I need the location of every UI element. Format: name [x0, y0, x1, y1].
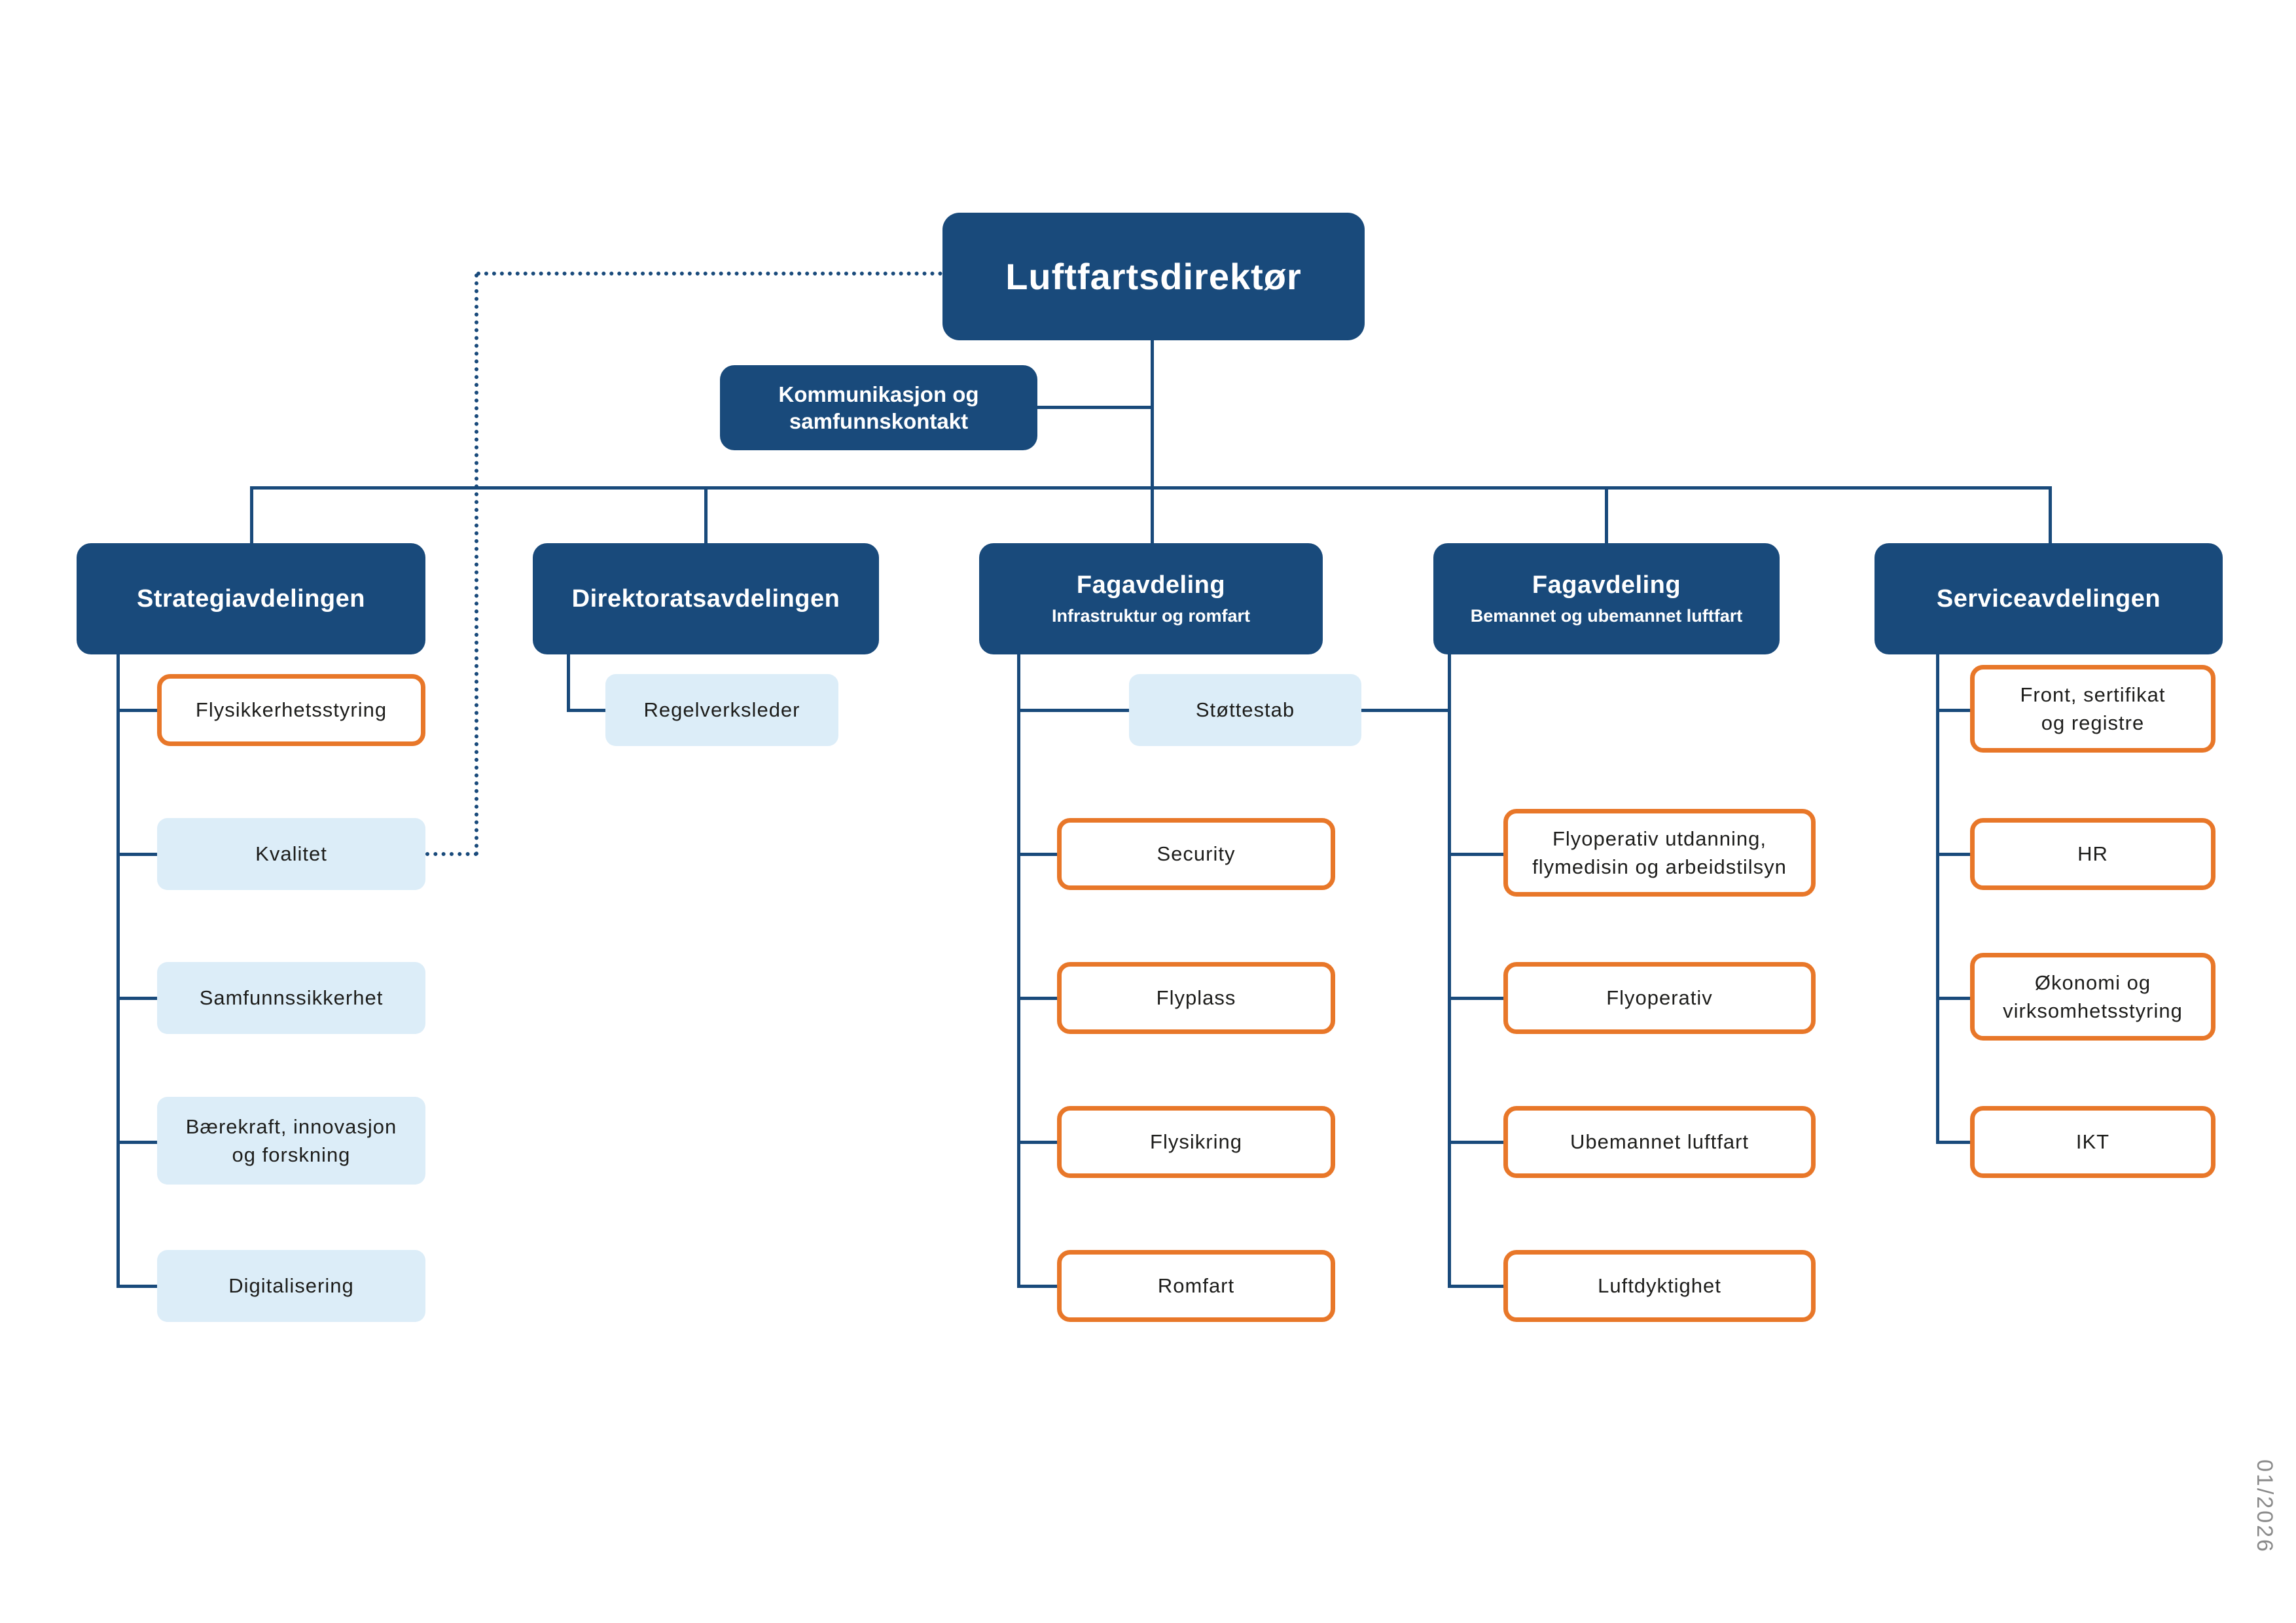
connector-stub	[1017, 1285, 1057, 1288]
org-node-fagavdeling-bemannet: Fagavdeling Bemannet og ubemannet luftfa…	[1433, 543, 1780, 654]
connector-spine-strategi	[117, 654, 120, 1288]
node-label: Kvalitet	[255, 842, 327, 866]
node-label: Støttestab	[1195, 698, 1295, 722]
org-node-romfart: Romfart	[1057, 1250, 1335, 1322]
connector-stub	[1936, 1141, 1970, 1144]
connector-stub	[1017, 1141, 1057, 1144]
connector-spine-fag-bemannet	[1448, 654, 1451, 1288]
connector-dept-drop	[1605, 486, 1608, 545]
node-label: Front, sertifikat og registre	[2020, 683, 2166, 734]
connector-stottestab-shared	[1361, 709, 1450, 712]
node-label: Flyoperativ utdanning, flymedisin og arb…	[1532, 827, 1787, 878]
node-label: Flyoperativ	[1606, 986, 1713, 1010]
org-node-ikt: IKT	[1970, 1106, 2215, 1178]
connector-spine-service	[1936, 654, 1939, 1144]
connector-staff-link	[1037, 406, 1152, 409]
dept-title: Strategiavdelingen	[137, 584, 365, 613]
org-node-fagavdeling-infrastruktur: Fagavdeling Infrastruktur og romfart	[979, 543, 1323, 654]
org-node-security: Security	[1057, 818, 1335, 890]
dotted-connector-top	[476, 272, 942, 276]
org-node-direktoratsavdelingen: Direktoratsavdelingen	[533, 543, 879, 654]
connector-root-drop	[1151, 340, 1154, 490]
org-node-serviceavdelingen: Serviceavdelingen	[1874, 543, 2223, 654]
dept-subtitle: Bemannet og ubemannet luftfart	[1470, 606, 1743, 626]
org-node-luftdyktighet: Luftdyktighet	[1503, 1250, 1816, 1322]
org-node-flyoperativ: Flyoperativ	[1503, 962, 1816, 1034]
org-node-hr: HR	[1970, 818, 2215, 890]
connector-stub	[1936, 709, 1970, 712]
dept-title: Fagavdeling	[1076, 571, 1226, 599]
connector-stub	[117, 1141, 157, 1144]
connector-stub	[117, 853, 157, 856]
org-node-flysikring: Flysikring	[1057, 1106, 1335, 1178]
node-label: IKT	[2075, 1130, 2110, 1154]
org-node-kvalitet: Kvalitet	[157, 818, 425, 890]
connector-stub	[1448, 997, 1503, 1000]
connector-dept-drop	[2049, 486, 2052, 545]
connector-stub	[1448, 1141, 1503, 1144]
org-node-digitalisering: Digitalisering	[157, 1250, 425, 1322]
org-node-strategiavdelingen: Strategiavdelingen	[77, 543, 425, 654]
org-node-label: Kommunikasjon og samfunnskontakt	[778, 382, 979, 433]
node-label: HR	[2077, 842, 2108, 866]
connector-stub	[1936, 853, 1970, 856]
node-label: Regelverksleder	[643, 698, 800, 722]
connector-stub	[1936, 997, 1970, 1000]
org-node-kommunikasjon: Kommunikasjon og samfunnskontakt	[720, 365, 1037, 450]
node-label: Flysikring	[1150, 1130, 1242, 1154]
node-label: Luftdyktighet	[1598, 1274, 1721, 1298]
node-label: Flyplass	[1156, 986, 1236, 1010]
node-label: Digitalisering	[228, 1274, 354, 1298]
connector-stub	[117, 997, 157, 1000]
dept-subtitle: Infrastruktur og romfart	[1051, 606, 1251, 626]
node-label: Security	[1157, 842, 1236, 866]
connector-spine-fag-infrastruktur	[1017, 654, 1020, 1288]
node-label: Flysikkerhetsstyring	[195, 698, 387, 722]
dotted-connector-vertical	[475, 274, 478, 856]
org-node-regelverksleder: Regelverksleder	[605, 674, 838, 746]
node-label: Samfunnssikkerhet	[199, 986, 384, 1010]
org-node-luftfartsdirektor: Luftfartsdirektør	[942, 213, 1365, 340]
connector-stub	[1017, 853, 1057, 856]
org-node-ubemannet-luftfart: Ubemannet luftfart	[1503, 1106, 1816, 1178]
connector-dept-drop	[1151, 486, 1154, 545]
org-node-flyoperativ-utdanning: Flyoperativ utdanning, flymedisin og arb…	[1503, 809, 1816, 897]
dept-title: Direktoratsavdelingen	[571, 584, 840, 613]
org-node-stottestab: Støttestab	[1129, 674, 1361, 746]
org-node-front-sertifikat-registre: Front, sertifikat og registre	[1970, 665, 2215, 753]
dept-title: Fagavdeling	[1532, 571, 1681, 599]
connector-stub	[1017, 709, 1129, 712]
node-label: Ubemannet luftfart	[1570, 1130, 1749, 1154]
org-node-samfunnssikkerhet: Samfunnssikkerhet	[157, 962, 425, 1034]
connector-stub	[567, 709, 605, 712]
node-label: Romfart	[1157, 1274, 1235, 1298]
org-node-flyplass: Flyplass	[1057, 962, 1335, 1034]
org-node-label: Luftfartsdirektør	[1005, 256, 1302, 297]
node-label: Økonomi og virksomhetsstyring	[2003, 971, 2183, 1022]
dept-title: Serviceavdelingen	[1936, 584, 2161, 613]
dotted-connector-kvalitet	[425, 852, 478, 856]
connector-dept-drop	[250, 486, 253, 545]
connector-dept-drop	[704, 486, 708, 545]
connector-stub	[117, 1285, 157, 1288]
node-label: Bærekraft, innovasjon og forskning	[185, 1115, 397, 1166]
org-node-baerekraft-innovasjon-forskning: Bærekraft, innovasjon og forskning	[157, 1097, 425, 1185]
connector-stub	[117, 709, 157, 712]
org-node-flysikkerhetsstyring: Flysikkerhetsstyring	[157, 674, 425, 746]
org-node-okonomi-virksomhetsstyring: Økonomi og virksomhetsstyring	[1970, 953, 2215, 1041]
connector-stub	[1017, 997, 1057, 1000]
version-note: 01/2026	[2252, 1459, 2277, 1554]
connector-spine-direktorat	[567, 654, 570, 712]
connector-stub	[1448, 1285, 1503, 1288]
connector-stub	[1448, 853, 1503, 856]
